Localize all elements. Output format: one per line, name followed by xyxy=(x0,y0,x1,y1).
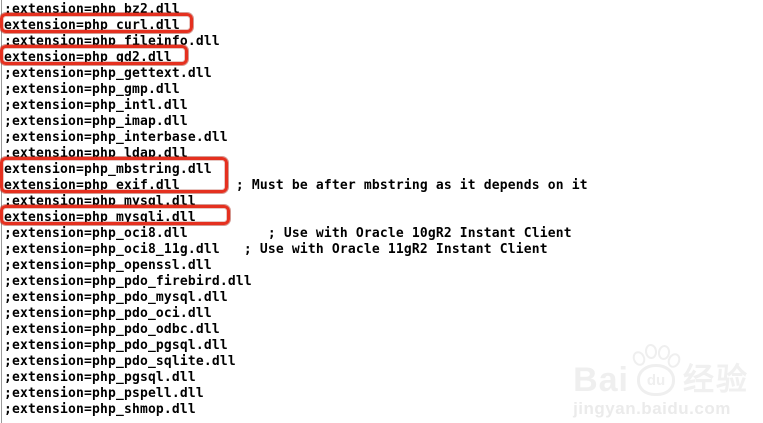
config-line: extension=php_mbstring.dll xyxy=(4,162,212,177)
config-line: ;extension=php_gmp.dll xyxy=(4,82,180,97)
config-line: ;extension=php_fileinfo.dll xyxy=(4,34,220,49)
config-line: ;extension=php_bz2.dll xyxy=(4,2,180,17)
config-line: ;extension=php_interbase.dll xyxy=(4,130,228,145)
config-line: ;extension=php_mysql.dll xyxy=(4,194,196,209)
config-line: ;extension=php_ldap.dll xyxy=(4,146,188,161)
config-line: ;extension=php_gettext.dll xyxy=(4,66,212,81)
config-line: ;extension=php_pspell.dll xyxy=(4,386,204,401)
config-line: extension=php_exif.dll ; Must be after m… xyxy=(4,178,588,193)
config-line: ;extension=php_pdo_mysql.dll xyxy=(4,290,228,305)
config-line: ;extension=php_imap.dll xyxy=(4,114,188,129)
config-line: ;extension=php_intl.dll xyxy=(4,98,188,113)
config-line: extension=php_curl.dll xyxy=(4,18,180,33)
watermark-paw-text: du xyxy=(646,372,666,389)
config-line: ;extension=php_pdo_firebird.dll xyxy=(4,274,252,289)
config-line: ;extension=php_oci8.dll ; Use with Oracl… xyxy=(4,226,572,241)
watermark-url: jingyan.baidu.com xyxy=(573,399,731,418)
config-line: ;extension=php_shmop.dll xyxy=(4,402,196,417)
config-line: ;extension=php_oci8_11g.dll ; Use with O… xyxy=(4,242,548,257)
config-line: extension=php_mysqli.dll xyxy=(4,210,196,225)
watermark-brand-cn: 经验 xyxy=(683,362,749,398)
config-line: ;extension=php_pdo_odbc.dll xyxy=(4,322,220,337)
watermark-logo: Bai du 经验 xyxy=(573,343,749,399)
config-line: ;extension=php_pdo_oci.dll xyxy=(4,306,212,321)
paw-icon: du xyxy=(630,343,683,398)
config-line: extension=php_gd2.dll xyxy=(4,50,172,65)
config-line: ;extension=php_pdo_pgsql.dll xyxy=(4,338,228,353)
config-line: ;extension=php_pgsql.dll xyxy=(4,370,196,385)
config-line: ;extension=php_pdo_sqlite.dll xyxy=(4,354,236,369)
editor-left-border xyxy=(1,0,2,423)
config-line: ;extension=php_openssl.dll xyxy=(4,258,212,273)
baidu-watermark: Bai du 经验 jingyan.baidu.com xyxy=(573,343,749,419)
watermark-brand-latin: Bai xyxy=(573,361,629,399)
